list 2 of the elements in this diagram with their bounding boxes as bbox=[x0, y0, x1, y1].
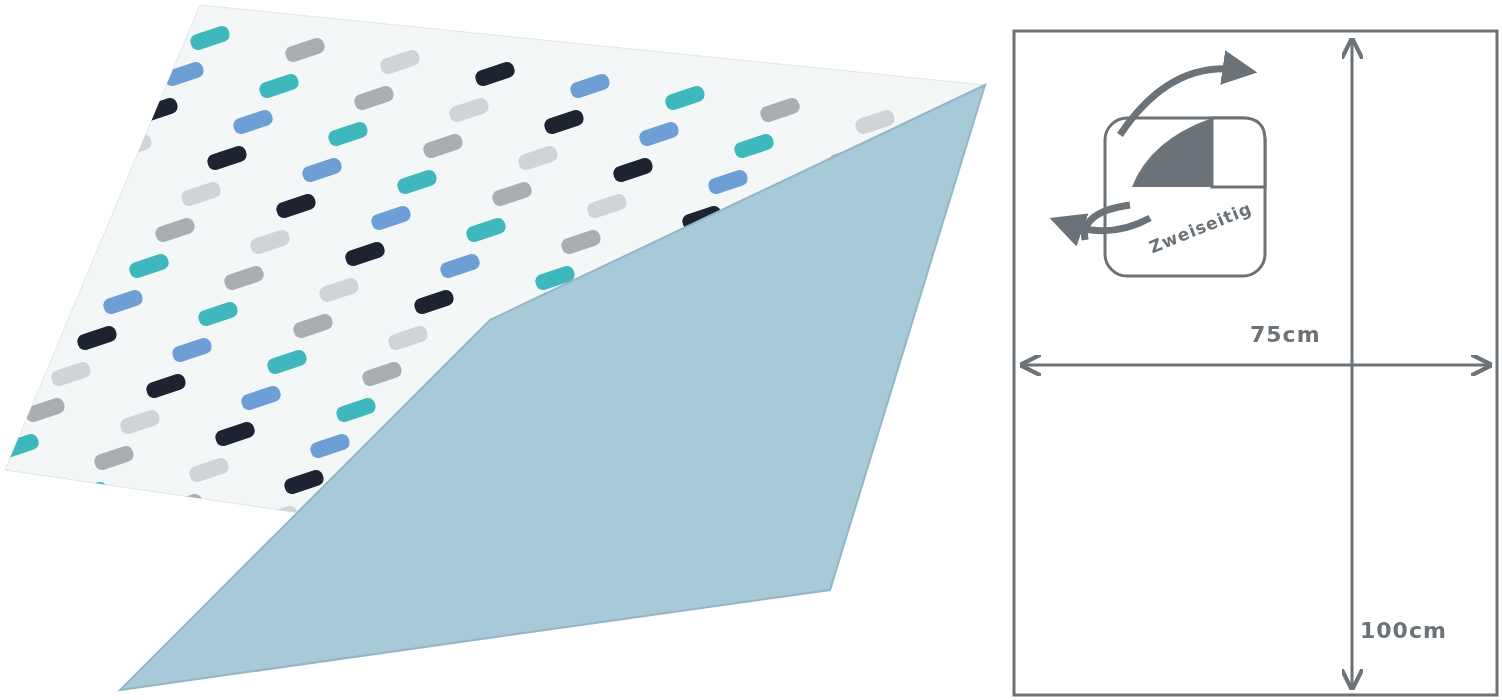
width-label: 75cm bbox=[1250, 322, 1321, 347]
height-label: 100cm bbox=[1360, 618, 1447, 643]
